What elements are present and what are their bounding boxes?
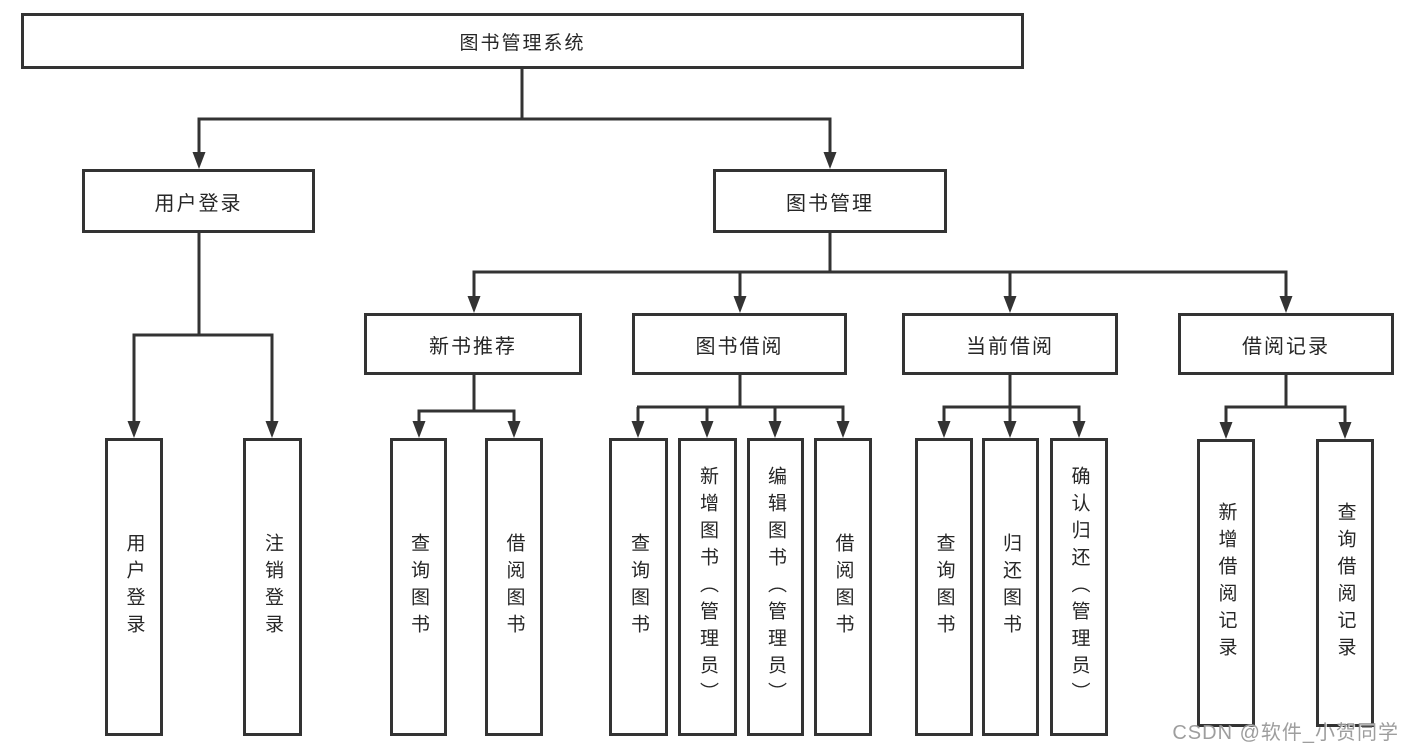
leaf-edit-books-admin: 编辑图书（管理员） [747, 438, 804, 736]
leaf-add-borrow-record: 新增借阅记录 [1197, 439, 1255, 727]
node-book-management: 图书管理 [713, 169, 947, 233]
node-user-login: 用户登录 [82, 169, 315, 233]
leaf-add-books-admin: 新增图书（管理员） [678, 438, 737, 736]
node-borrow-record: 借阅记录 [1178, 313, 1394, 375]
node-new-book-recommend: 新书推荐 [364, 313, 582, 375]
leaf-logout: 注销登录 [243, 438, 302, 736]
leaf-borrow-books-recommend: 借阅图书 [485, 438, 543, 736]
leaf-query-borrow-record: 查询借阅记录 [1316, 439, 1374, 727]
leaf-borrow-books: 借阅图书 [814, 438, 872, 736]
csdn-watermark: CSDN @软件_小贺同学 [1172, 722, 1399, 744]
leaf-confirm-return-admin: 确认归还（管理员） [1050, 438, 1108, 736]
node-library-management-system: 图书管理系统 [21, 13, 1024, 69]
node-current-borrow: 当前借阅 [902, 313, 1118, 375]
node-book-borrow: 图书借阅 [632, 313, 847, 375]
leaf-query-books-borrow: 查询图书 [609, 438, 668, 736]
leaf-query-books-recommend: 查询图书 [390, 438, 447, 736]
leaf-return-books: 归还图书 [982, 438, 1039, 736]
leaf-query-books-current: 查询图书 [915, 438, 973, 736]
leaf-user-login: 用户登录 [105, 438, 163, 736]
